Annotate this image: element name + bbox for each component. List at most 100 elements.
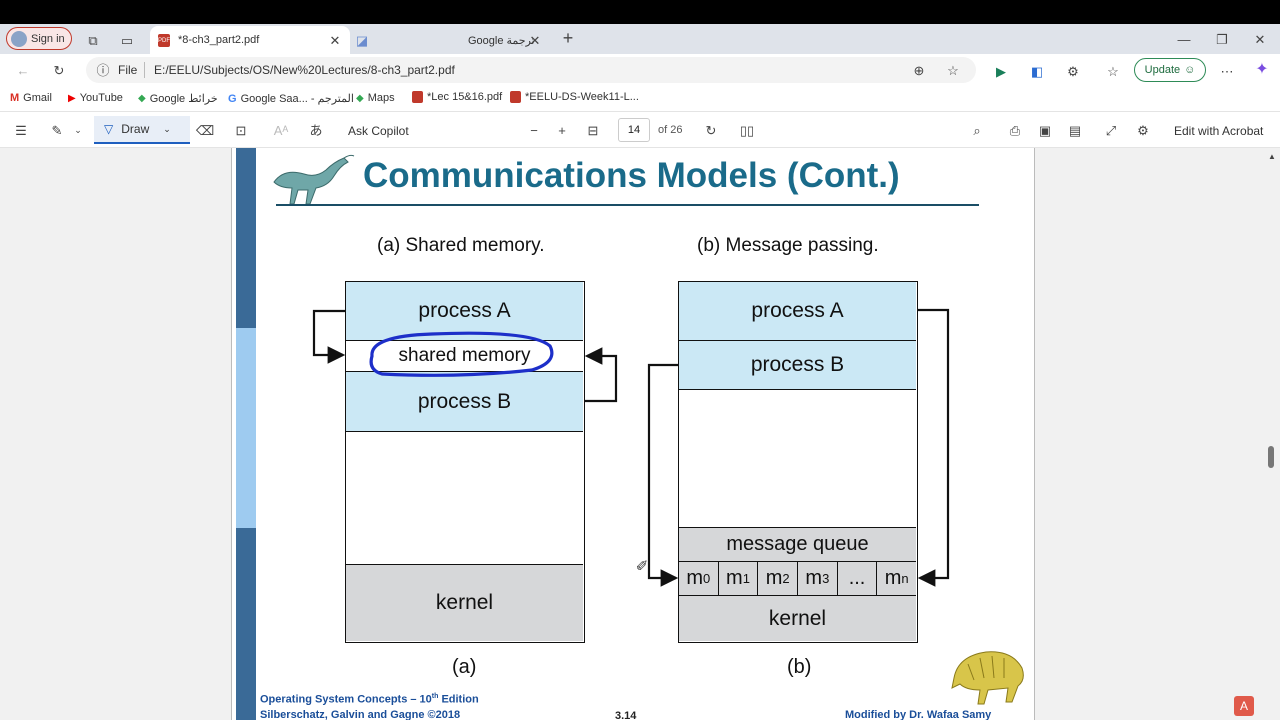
bookmark-youtube[interactable]: ▶ YouTube: [68, 92, 123, 104]
slide-sidebar-dark-bottom: [236, 528, 256, 720]
draw-label: Draw: [121, 122, 150, 136]
zoom-icon[interactable]: ⊕: [913, 62, 925, 78]
pdf-viewer: Communications Models (Cont.) (a) Shared…: [0, 148, 1280, 720]
youtube-icon: ▶: [68, 92, 76, 104]
address-bar-row: ← ↻ ⓘ File E:/EELU/Subjects/OS/New%20Lec…: [0, 54, 1280, 86]
extensions-icon[interactable]: ⚙: [1067, 63, 1079, 79]
maps-pin-icon: ◆: [138, 93, 146, 104]
text-format-icon[interactable]: Aᴬ: [273, 122, 289, 138]
new-tab-icon[interactable]: +: [562, 28, 574, 48]
caption-shared-memory: (a) Shared memory.: [377, 235, 545, 256]
inactive-tab-title: Google ترجمة: [468, 35, 535, 47]
diagram-a-shared-memory: shared memory: [346, 341, 583, 372]
tab-google-translate[interactable]: ◪ Google ترجمة ✕: [350, 26, 550, 54]
slide-sidebar-dark-top: [236, 148, 256, 328]
workspaces-icon[interactable]: ⧉: [88, 32, 98, 48]
url-text: E:/EELU/Subjects/OS/New%20Lectures/8-ch3…: [154, 63, 455, 77]
favorites-icon[interactable]: ☆: [1107, 63, 1119, 79]
footer-page-number: 3.14: [615, 710, 637, 720]
close-tab-icon[interactable]: ✕: [529, 32, 541, 48]
pdf-file-icon: [510, 91, 521, 103]
acrobat-icon[interactable]: A: [1234, 696, 1254, 716]
text-box-icon[interactable]: ⊡: [235, 122, 247, 138]
ask-copilot-label[interactable]: Ask Copilot: [348, 124, 409, 138]
gmail-icon: M: [10, 92, 20, 104]
extension-media-icon[interactable]: ▶: [996, 63, 1006, 79]
bookmark-maps[interactable]: ◆ Maps: [356, 92, 395, 104]
save-icon[interactable]: ▣: [1038, 122, 1052, 138]
rotate-icon[interactable]: ↻: [705, 122, 717, 138]
bookmark-label: Google خرائط: [149, 93, 218, 105]
diagram-a-memory: process A shared memory process B kernel: [345, 281, 585, 643]
bookmark-google-maps-ar[interactable]: ◆ Google خرائط: [138, 92, 218, 105]
back-icon[interactable]: ←: [16, 62, 30, 78]
bookmark-ds-week11[interactable]: *EELU-DS-Week11-L...: [510, 91, 639, 103]
diagram-b-process-a: process A: [679, 282, 916, 341]
footer-authors: Silberschatz, Galvin and Gagne ©2018: [260, 709, 461, 720]
bookmark-label: *Lec 15&16.pdf: [427, 91, 503, 103]
armadillo-logo-icon: [951, 651, 1024, 705]
print-icon[interactable]: ⎙: [1009, 122, 1021, 138]
page-number-input[interactable]: 14: [618, 118, 650, 142]
chevron-down-icon: ⌄: [163, 123, 171, 134]
read-aloud-icon[interactable]: あ: [309, 122, 323, 138]
scrollbar-thumb[interactable]: [1268, 446, 1274, 468]
caption-message-passing: (b) Message passing.: [697, 235, 879, 256]
bookmark-google-translate[interactable]: G Google Saa... - المترجم: [228, 92, 354, 106]
highlight-icon[interactable]: ✎: [51, 122, 63, 138]
profile-avatar-icon: [11, 30, 27, 47]
refresh-icon[interactable]: ↻: [53, 62, 65, 78]
contents-list-icon[interactable]: ☰: [15, 122, 27, 138]
bookmark-label: YouTube: [79, 92, 123, 104]
favorite-star-icon[interactable]: ☆: [947, 62, 959, 78]
edit-with-acrobat-button[interactable]: Edit with Acrobat: [1174, 124, 1264, 138]
window-close-icon[interactable]: ✕: [1254, 31, 1266, 47]
bookmark-label: *EELU-DS-Week11-L...: [525, 91, 639, 103]
fit-page-icon[interactable]: ⊟: [587, 122, 599, 138]
bookmark-label: Maps: [367, 92, 395, 104]
close-tab-icon[interactable]: ✕: [329, 32, 341, 48]
slide-sidebar-light: [236, 328, 256, 528]
search-icon[interactable]: ⌕: [973, 122, 981, 138]
tab-bar: Sign in ⧉ ▭ PDF *8-ch3_part2.pdf ✕ ◪ Goo…: [0, 24, 1280, 54]
more-menu-icon[interactable]: ⋯: [1220, 63, 1234, 79]
vertical-scrollbar[interactable]: ▲: [1264, 148, 1280, 720]
extension-translate-icon[interactable]: ◧: [1030, 63, 1044, 79]
url-field[interactable]: ⓘ File E:/EELU/Subjects/OS/New%20Lecture…: [86, 57, 976, 83]
sign-in-label: Sign in: [31, 32, 65, 45]
tab-actions-icon[interactable]: ▭: [120, 32, 134, 48]
file-label: File: [118, 63, 138, 77]
update-button[interactable]: Update ☺: [1134, 58, 1206, 82]
zoom-in-icon[interactable]: +: [558, 122, 566, 138]
footer-book-title: Operating System Concepts – 10th Edition: [260, 693, 479, 706]
minimize-icon[interactable]: —: [1177, 31, 1191, 47]
chevron-down-icon[interactable]: ⌄: [74, 124, 82, 135]
pdf-file-icon: [412, 91, 423, 103]
page-view-icon[interactable]: ▯▯: [739, 122, 755, 138]
bookmark-label: Google Saa... - المترجم: [240, 93, 354, 105]
draw-button[interactable]: ▽ Draw ⌄: [94, 116, 190, 144]
bookmark-lec-pdf[interactable]: *Lec 15&16.pdf: [412, 91, 502, 103]
zoom-out-icon[interactable]: −: [530, 122, 538, 138]
scroll-up-icon[interactable]: ▲: [1268, 152, 1276, 161]
diagram-a-process-b: process B: [346, 372, 583, 432]
copilot-icon[interactable]: ✦: [1255, 61, 1269, 78]
tab-pdf-active[interactable]: PDF *8-ch3_part2.pdf ✕: [150, 26, 350, 54]
sign-in-button[interactable]: Sign in: [6, 27, 72, 50]
eraser-icon[interactable]: ⌫: [195, 122, 215, 138]
update-label: Update: [1144, 64, 1181, 76]
maximize-icon[interactable]: ❐: [1216, 31, 1228, 47]
diagram-a-label: (a): [452, 656, 477, 678]
bookmark-gmail[interactable]: M Gmail: [10, 92, 52, 104]
bookmark-label: Gmail: [23, 92, 52, 104]
save-as-icon[interactable]: ▤: [1068, 122, 1082, 138]
fullscreen-icon[interactable]: ⤢: [1105, 122, 1117, 138]
update-status-icon: ☺: [1184, 64, 1196, 76]
title-rule: [276, 204, 979, 206]
bookmarks-bar: M Gmail ▶ YouTube ◆ Google خرائط G Googl…: [0, 86, 1280, 112]
diagram-b-message-queue: message queue: [679, 527, 916, 562]
settings-gear-icon[interactable]: ⚙: [1137, 122, 1149, 138]
